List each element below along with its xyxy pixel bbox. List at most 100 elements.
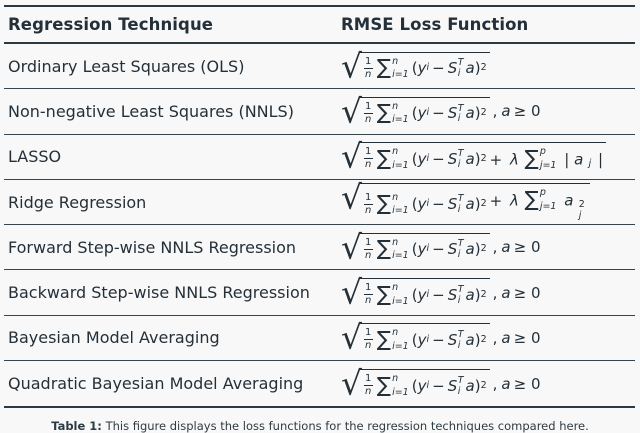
close-paren: ) <box>474 240 481 259</box>
loss-function-cell: √ 1 n ∑ n i=1 ( <box>341 46 635 86</box>
technique-name: LASSO <box>8 147 62 167</box>
rmse-formula: √ 1 n ∑ n i=1 ( <box>341 227 541 267</box>
sqrt-sign: √ <box>341 317 363 357</box>
table-header-row: Regression Technique RMSE Loss Function <box>4 7 635 44</box>
rmse-formula: √ 1 n ∑ n i=1 ( <box>341 46 490 86</box>
sqrt-sign: √ <box>341 136 363 176</box>
close-paren: ) <box>474 330 481 349</box>
table-row: LASSO √ 1 n ∑ n i=1 <box>4 135 635 180</box>
constraint: , a ≥ 0 <box>492 102 541 121</box>
table-row: Backward Step-wise NNLS Regression √ 1 n… <box>4 270 635 316</box>
open-paren: ( <box>411 376 418 395</box>
summation-i: ∑ n i=1 <box>376 191 409 217</box>
constraint: , a ≥ 0 <box>492 374 541 393</box>
close-paren: ) <box>474 149 481 168</box>
sigma-icon: ∑ <box>524 145 539 170</box>
rmse-formula: √ 1 n ∑ n i=1 ( <box>341 177 590 221</box>
summation-j: ∑ p j=1 <box>524 186 557 212</box>
sqrt-sign: √ <box>341 177 363 217</box>
close-paren: ) <box>474 285 481 304</box>
S-sup-sub: T i <box>457 102 464 125</box>
fraction-1-over-n: 1 n <box>363 191 373 216</box>
constraint: , a ≥ 0 <box>492 238 541 257</box>
fraction-1-over-n: 1 n <box>363 146 373 171</box>
technique-name: Ordinary Least Squares (OLS) <box>8 56 245 76</box>
open-paren: ( <box>411 149 418 168</box>
table-row: Quadratic Bayesian Model Averaging √ 1 n… <box>4 361 635 406</box>
summation-i: ∑ n i=1 <box>376 145 409 171</box>
sqrt-sign: √ <box>341 227 363 267</box>
sqrt-sign: √ <box>341 46 363 86</box>
S-sup-sub: T i <box>457 57 464 80</box>
header-technique: Regression Technique <box>8 15 214 34</box>
loss-function-cell: √ 1 n ∑ n i=1 ( <box>341 136 635 176</box>
technique-name: Bayesian Model Averaging <box>8 328 220 348</box>
table-row: Non-negative Least Squares (NNLS) √ 1 n … <box>4 89 635 135</box>
penalty-term: + λ ∑ p j=1 | a <box>489 145 604 171</box>
loss-function-cell: √ 1 n ∑ n i=1 ( <box>341 91 635 131</box>
a-sup-sub: 2 j <box>578 198 585 221</box>
sqrt-radical: √ 1 n ∑ n i=1 ( <box>341 227 490 267</box>
summation-i: ∑ n i=1 <box>376 326 409 352</box>
fraction-1-over-n: 1 n <box>363 282 373 307</box>
sigma-icon: ∑ <box>376 145 392 170</box>
rmse-formula: √ 1 n ∑ n i=1 ( <box>341 317 541 357</box>
penalty-term: + λ ∑ p j=1 a <box>489 186 585 221</box>
sigma-icon: ∑ <box>376 281 392 306</box>
open-paren: ( <box>411 240 418 259</box>
header-loss-function: RMSE Loss Function <box>341 15 529 34</box>
summation-j: ∑ p j=1 <box>524 145 557 171</box>
fraction-1-over-n: 1 n <box>363 327 373 352</box>
loss-function-cell: √ 1 n ∑ n i=1 ( <box>341 177 635 221</box>
S-sup-sub: T i <box>457 193 464 216</box>
close-paren: ) <box>474 376 481 395</box>
sigma-icon: ∑ <box>376 55 392 80</box>
S-sup-sub: T i <box>457 238 464 261</box>
sqrt-radical: √ 1 n ∑ n i=1 ( <box>341 317 490 357</box>
caption-text: This figure displays the loss functions … <box>105 419 589 433</box>
technique-name: Backward Step-wise NNLS Regression <box>8 283 310 303</box>
sqrt-sign: √ <box>341 272 363 312</box>
sqrt-radical: √ 1 n ∑ n i=1 ( <box>341 363 490 403</box>
sigma-icon: ∑ <box>376 100 392 125</box>
sqrt-radical: √ 1 n ∑ n i=1 ( <box>341 177 590 221</box>
rmse-formula: √ 1 n ∑ n i=1 ( <box>341 272 541 312</box>
sqrt-sign: √ <box>341 363 363 403</box>
table-row: Ordinary Least Squares (OLS) √ 1 n ∑ n <box>4 44 635 90</box>
fraction-1-over-n: 1 n <box>363 55 373 80</box>
close-paren: ) <box>474 104 481 123</box>
sigma-icon: ∑ <box>376 191 392 216</box>
rmse-formula: √ 1 n ∑ n i=1 ( <box>341 136 607 176</box>
summation-i: ∑ n i=1 <box>376 55 409 81</box>
close-paren: ) <box>474 195 481 214</box>
summation-i: ∑ n i=1 <box>376 281 409 307</box>
technique-name: Quadratic Bayesian Model Averaging <box>8 374 304 394</box>
regression-table: Regression Technique RMSE Loss Function … <box>4 5 635 409</box>
loss-function-cell: √ 1 n ∑ n i=1 ( <box>341 363 635 403</box>
summation-i: ∑ n i=1 <box>376 236 409 262</box>
sqrt-radical: √ 1 n ∑ n i=1 ( <box>341 46 490 86</box>
sigma-icon: ∑ <box>376 236 392 261</box>
table-row: Forward Step-wise NNLS Regression √ 1 n … <box>4 225 635 271</box>
sqrt-radical: √ 1 n ∑ n i=1 ( <box>341 272 490 312</box>
constraint: , a ≥ 0 <box>492 328 541 347</box>
sqrt-sign: √ <box>341 91 363 131</box>
table-row: Bayesian Model Averaging √ 1 n ∑ n <box>4 316 635 362</box>
a-sup-sub: j <box>588 157 592 169</box>
loss-function-cell: √ 1 n ∑ n i=1 ( <box>341 272 635 312</box>
S-sup-sub: T i <box>457 374 464 397</box>
constraint: , a ≥ 0 <box>492 283 541 302</box>
fraction-1-over-n: 1 n <box>363 100 373 125</box>
rmse-formula: √ 1 n ∑ n i=1 ( <box>341 91 541 131</box>
rmse-formula: √ 1 n ∑ n i=1 ( <box>341 363 541 403</box>
open-paren: ( <box>411 330 418 349</box>
